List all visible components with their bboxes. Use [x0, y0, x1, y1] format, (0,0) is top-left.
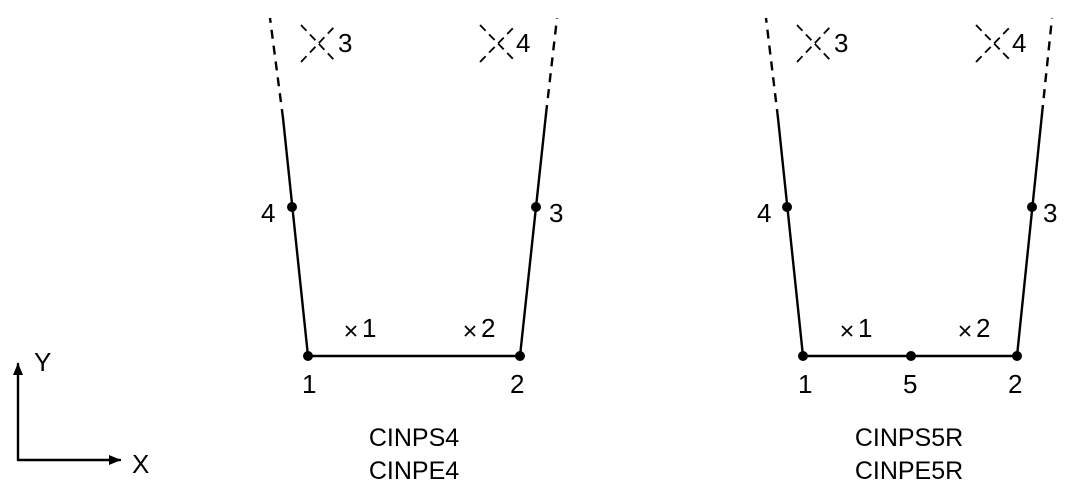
element-caption-line2: CINPE5R: [855, 457, 963, 485]
integration-point-3: 3: [796, 24, 848, 63]
node-3: [531, 202, 541, 212]
integration-point-1: 1: [841, 313, 872, 343]
node-2: [515, 351, 525, 361]
node-label: 1: [798, 369, 812, 399]
node-1: [303, 351, 313, 361]
element-cinps4: 1 2 3 4 1 2 3 4 CINPS4 CINPE4: [261, 17, 563, 485]
node-3: [1027, 202, 1037, 212]
integration-point-label: 2: [481, 313, 495, 343]
element-caption-line1: CINPS5R: [855, 424, 963, 452]
node-label: 2: [510, 369, 524, 399]
integration-point-label: 3: [834, 28, 848, 58]
integration-point-2: 2: [464, 313, 495, 343]
x-axis-label: X: [132, 449, 149, 479]
integration-point-2: 2: [959, 313, 990, 343]
integration-point-1: 1: [345, 313, 376, 343]
node-label: 5: [903, 369, 917, 399]
element-edge: [776, 112, 1044, 358]
node-label: 3: [1043, 198, 1057, 228]
integration-point-label: 2: [976, 313, 990, 343]
integration-point-3: 3: [300, 24, 352, 63]
node-1: [798, 351, 808, 361]
integration-point-4: 4: [975, 24, 1026, 63]
node-5: [906, 351, 916, 361]
integration-point-label: 3: [338, 28, 352, 58]
y-axis-label: Y: [34, 347, 51, 377]
infinite-edge-right: [1040, 17, 1054, 115]
node-label: 4: [261, 198, 275, 228]
integration-point-label: 4: [1012, 28, 1026, 58]
node-4: [287, 202, 297, 212]
node-label: 3: [549, 198, 563, 228]
element-caption-line1: CINPS4: [369, 424, 459, 452]
coordinate-axes: Y X: [13, 347, 149, 479]
integration-point-label: 1: [858, 313, 872, 343]
integration-point-4: 4: [479, 24, 530, 63]
infinite-edge-left: [764, 17, 780, 119]
element-cinps5r: 1 2 3 4 5 1 2 3 4 CINPS5R CINPE5R: [757, 17, 1057, 485]
node-label: 4: [757, 198, 771, 228]
node-label: 1: [302, 369, 316, 399]
integration-point-label: 1: [362, 313, 376, 343]
node-4: [782, 202, 792, 212]
infinite-edge-left: [268, 17, 285, 119]
node-2: [1012, 351, 1022, 361]
integration-point-label: 4: [516, 28, 530, 58]
infinite-edge-right: [544, 17, 559, 115]
element-caption-line2: CINPE4: [369, 457, 459, 485]
element-edge: [281, 112, 548, 358]
node-label: 2: [1008, 369, 1022, 399]
